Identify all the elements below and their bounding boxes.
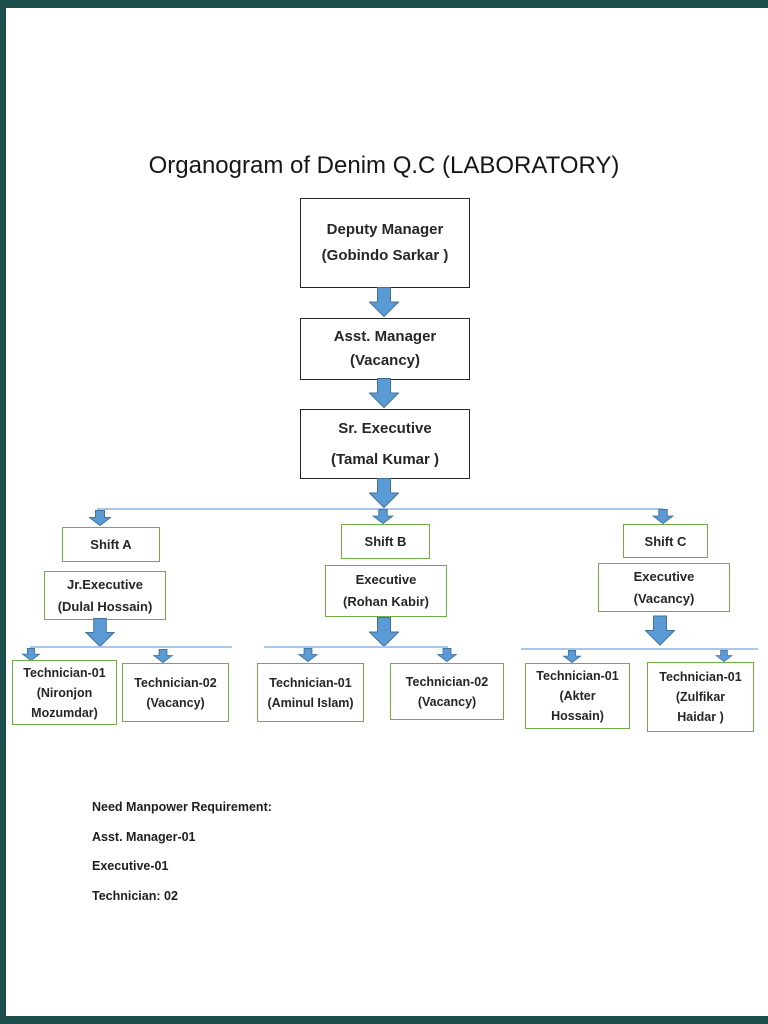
- shift-a-lead-box: Jr.Executive (Dulal Hossain): [44, 571, 166, 620]
- shift-b-box: Shift B: [341, 524, 430, 559]
- shift-c-technician-2-box: Technician-01 (Zulfikar Haidar ): [647, 662, 754, 732]
- down-arrow-icon: [89, 510, 111, 526]
- shift-a-technician-2-box: Technician-02 (Vacancy): [122, 663, 229, 722]
- technician-label: Technician-02: [134, 675, 217, 690]
- deputy-manager-box: Deputy Manager (Gobindo Sarkar ): [300, 198, 470, 288]
- shift-a-box: Shift A: [62, 527, 160, 562]
- connector-line-shift-c: [521, 648, 758, 650]
- shift-b-lead-name: (Rohan Kabir): [343, 594, 429, 609]
- shift-b-technician-2-box: Technician-02 (Vacancy): [390, 663, 504, 720]
- asst-manager-name: (Vacancy): [349, 352, 421, 369]
- shift-b-lead-title: Executive: [355, 572, 417, 587]
- technician-label: Technician-01: [269, 675, 352, 690]
- technician-name: (Vacancy): [146, 695, 205, 710]
- technician-name: (Akter: [559, 689, 596, 703]
- technician-label: Technician-01: [536, 669, 619, 683]
- shift-c-lead-name: (Vacancy): [633, 590, 695, 606]
- technician-name: (Nironjon: [36, 685, 93, 700]
- technician-name: Hossain): [551, 709, 604, 723]
- technician-name: (Vacancy): [417, 694, 477, 709]
- manpower-requirement-heading: Need Manpower Requirement:: [92, 800, 272, 814]
- down-arrow-icon: [645, 615, 675, 646]
- shift-c-technician-1-box: Technician-01 (Akter Hossain): [525, 663, 630, 729]
- down-arrow-icon: [562, 650, 582, 663]
- shift-a-technician-1-box: Technician-01 (Nironjon Mozumdar): [12, 660, 117, 725]
- shift-b-label: Shift B: [364, 534, 407, 549]
- shift-b-technician-1-box: Technician-01 (Aminul Islam): [257, 663, 364, 722]
- asst-manager-title: Asst. Manager: [333, 328, 437, 345]
- down-arrow-icon: [652, 509, 674, 524]
- sr-executive-box: Sr. Executive (Tamal Kumar ): [300, 409, 470, 479]
- connector-line-shift-a: [30, 646, 232, 648]
- connector-line-shift-b: [264, 646, 448, 648]
- technician-label: Technician-01: [659, 670, 742, 684]
- deputy-manager-name: (Gobindo Sarkar ): [321, 247, 449, 264]
- technician-label: Technician-01: [23, 665, 106, 680]
- technician-name: (Zulfikar: [675, 690, 726, 704]
- viewer-background-top: [0, 0, 768, 8]
- shift-c-lead-box: Executive (Vacancy): [598, 563, 730, 612]
- technician-name: (Aminul Islam): [267, 695, 354, 710]
- manpower-item-technician: Technician: 02: [92, 889, 178, 903]
- technician-name: Mozumdar): [31, 705, 98, 720]
- sr-executive-name: (Tamal Kumar ): [330, 451, 440, 468]
- down-arrow-icon: [372, 509, 394, 524]
- shift-b-lead-box: Executive (Rohan Kabir): [325, 565, 447, 617]
- down-arrow-icon: [436, 648, 458, 662]
- shift-a-label: Shift A: [90, 537, 132, 552]
- shift-c-lead-title: Executive: [633, 568, 695, 584]
- shift-c-label: Shift C: [644, 533, 687, 549]
- shift-a-lead-title: Jr.Executive: [67, 576, 143, 592]
- viewer-background-left: [0, 0, 6, 1024]
- down-arrow-icon: [715, 650, 733, 662]
- viewer-background-bottom: [0, 1016, 768, 1024]
- asst-manager-box: Asst. Manager (Vacancy): [300, 318, 470, 380]
- down-arrow-icon: [369, 378, 399, 408]
- down-arrow-icon: [152, 649, 174, 663]
- sr-executive-title: Sr. Executive: [338, 420, 432, 437]
- down-arrow-icon: [369, 287, 399, 317]
- down-arrow-icon: [85, 618, 115, 647]
- deputy-manager-title: Deputy Manager: [326, 221, 444, 238]
- page-title: Organogram of Denim Q.C (LABORATORY): [148, 152, 620, 179]
- manpower-item-asst-manager: Asst. Manager-01: [92, 830, 196, 844]
- shift-c-box: Shift C: [623, 524, 708, 558]
- shift-a-lead-name: (Dulal Hossain): [57, 598, 153, 614]
- down-arrow-icon: [21, 648, 41, 661]
- down-arrow-icon: [369, 617, 399, 647]
- down-arrow-icon: [369, 478, 399, 508]
- down-arrow-icon: [297, 648, 319, 662]
- manpower-item-executive: Executive-01: [92, 859, 169, 873]
- technician-name: Haidar ): [677, 710, 724, 724]
- technician-label: Technician-02: [405, 674, 489, 689]
